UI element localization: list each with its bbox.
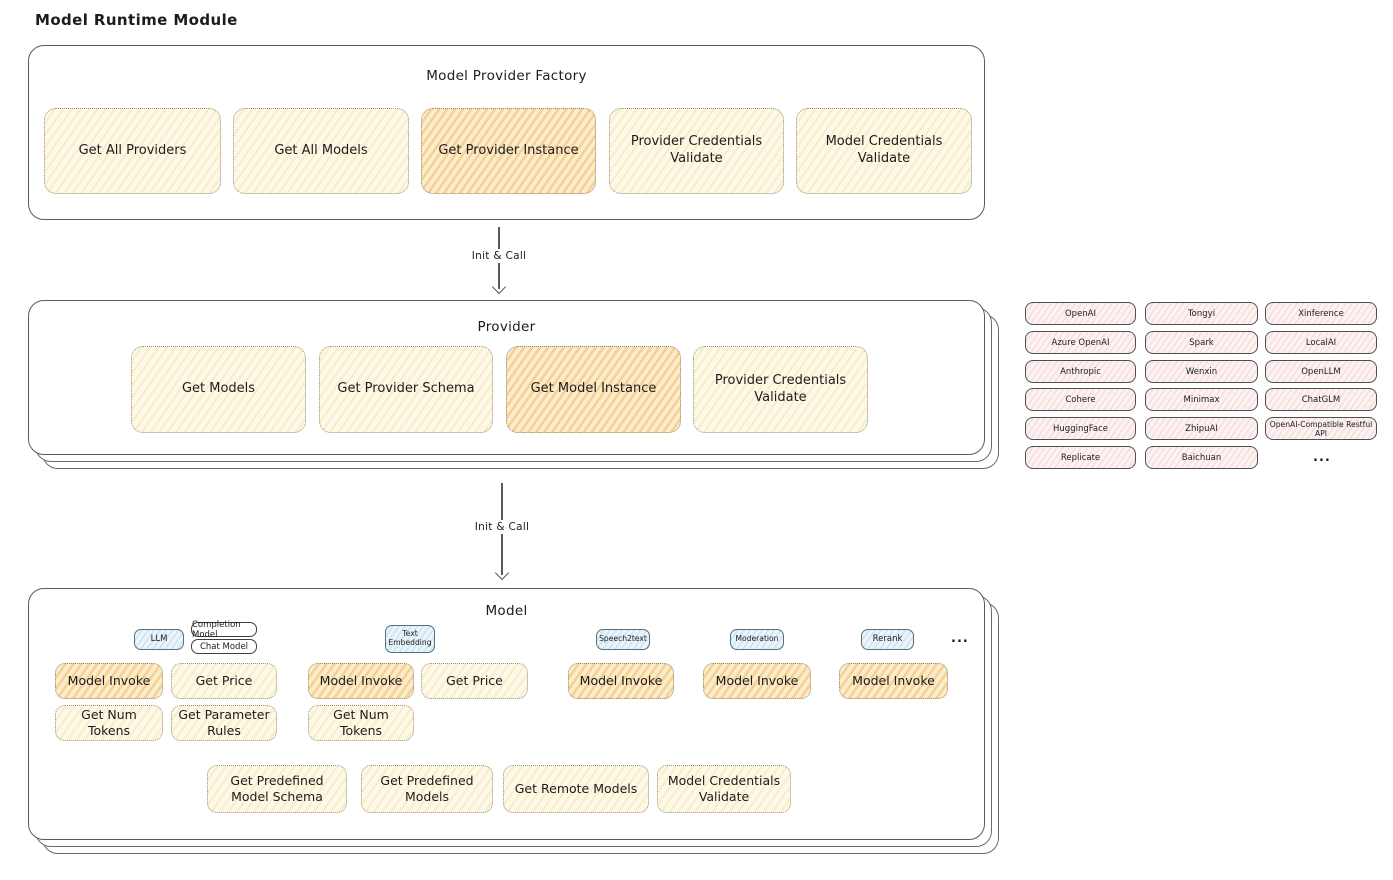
rr-model-invoke-button: Model Invoke <box>839 663 948 699</box>
tab-rerank: Rerank <box>861 629 914 650</box>
arrow-factory-to-provider-head <box>491 279 507 295</box>
provider-chip-anthropic: Anthropic <box>1025 360 1136 383</box>
get-remote-models-button: Get Remote Models <box>503 765 649 813</box>
model-panel: Model LLM Completion Model Chat Model Te… <box>28 588 985 840</box>
provider-chip-openai: OpenAI <box>1025 302 1136 325</box>
provider-title: Provider <box>477 319 536 335</box>
provider-credentials-validate-button: Provider Credentials Validate <box>609 108 784 194</box>
provider-chip-localai: LocalAI <box>1265 331 1377 354</box>
provider-chip-wenxin: Wenxin <box>1145 360 1258 383</box>
llm-get-num-tokens-button: Get Num Tokens <box>55 705 163 741</box>
model-credentials-validate-button: Model Credentials Validate <box>796 108 972 194</box>
provider-chip-cohere: Cohere <box>1025 388 1136 411</box>
te-model-invoke-button: Model Invoke <box>308 663 414 699</box>
provider-chip-zhipuai: ZhipuAI <box>1145 417 1258 440</box>
provider-credentials-validate-button-2: Provider Credentials Validate <box>693 346 868 433</box>
model-tabs-more-ellipsis: ... <box>951 631 969 646</box>
get-provider-schema-button: Get Provider Schema <box>319 346 493 433</box>
tab-speech2text: Speech2text <box>596 629 650 650</box>
provider-chip-openllm: OpenLLM <box>1265 360 1377 383</box>
tab-chat-model: Chat Model <box>191 639 257 654</box>
llm-model-invoke-button: Model Invoke <box>55 663 163 699</box>
arrow-provider-to-model-head <box>494 565 510 581</box>
get-all-models-button: Get All Models <box>233 108 409 194</box>
get-all-providers-button: Get All Providers <box>44 108 221 194</box>
page-title: Model Runtime Module <box>35 11 238 29</box>
provider-chip-chatglm: ChatGLM <box>1265 388 1377 411</box>
providers-more-ellipsis: ... <box>1313 450 1331 465</box>
provider-chip-openai-compatible: OpenAI-Compatible Restful API <box>1265 417 1377 440</box>
init-call-label-2: Init & Call <box>469 520 535 534</box>
provider-chip-minimax: Minimax <box>1145 388 1258 411</box>
provider-chip-baichuan: Baichuan <box>1145 446 1258 469</box>
get-models-button: Get Models <box>131 346 306 433</box>
llm-get-parameter-rules-button: Get Parameter Rules <box>171 705 277 741</box>
get-provider-instance-button: Get Provider Instance <box>421 108 596 194</box>
te-get-num-tokens-button: Get Num Tokens <box>308 705 414 741</box>
te-get-price-button: Get Price <box>421 663 528 699</box>
factory-panel: Model Provider Factory Get All Providers… <box>28 45 985 220</box>
model-credentials-validate-button-2: Model Credentials Validate <box>657 765 791 813</box>
tab-text-embedding: Text Embedding <box>385 625 435 653</box>
provider-chip-huggingface: HuggingFace <box>1025 417 1136 440</box>
get-predefined-model-schema-button: Get Predefined Model Schema <box>207 765 347 813</box>
st-model-invoke-button: Model Invoke <box>568 663 674 699</box>
tab-completion-model: Completion Model <box>191 620 257 640</box>
llm-get-price-button: Get Price <box>171 663 277 699</box>
mod-model-invoke-button: Model Invoke <box>703 663 811 699</box>
get-predefined-models-button: Get Predefined Models <box>361 765 493 813</box>
model-title: Model <box>485 603 528 619</box>
provider-chip-azure-openai: Azure OpenAI <box>1025 331 1136 354</box>
tab-moderation: Moderation <box>730 629 784 650</box>
factory-title: Model Provider Factory <box>426 68 587 84</box>
init-call-label-1: Init & Call <box>466 249 532 263</box>
tab-llm: LLM <box>134 629 184 650</box>
get-model-instance-button: Get Model Instance <box>506 346 681 433</box>
provider-chip-replicate: Replicate <box>1025 446 1136 469</box>
provider-chip-tongyi: Tongyi <box>1145 302 1258 325</box>
provider-panel: Provider Get Models Get Provider Schema … <box>28 300 985 455</box>
provider-chip-spark: Spark <box>1145 331 1258 354</box>
provider-chip-xinference: Xinference <box>1265 302 1377 325</box>
